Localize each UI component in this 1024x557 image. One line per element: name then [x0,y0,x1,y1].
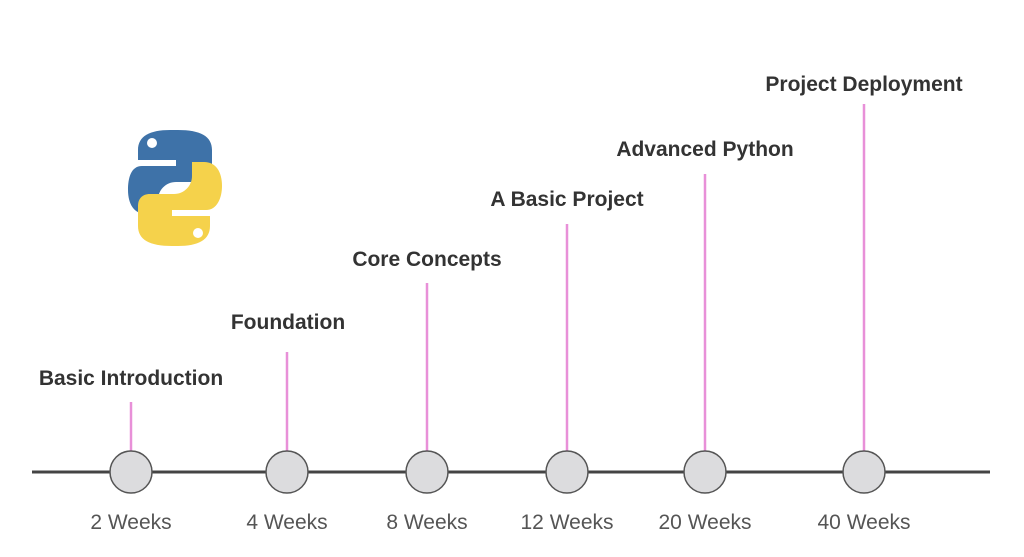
milestone-title: Foundation [231,311,345,334]
milestone-duration: 8 Weeks [386,511,467,534]
python-logo-eye-top [147,138,157,148]
python-logo-eye-bottom [193,228,203,238]
milestone-node [405,450,449,494]
milestone-node [545,450,589,494]
milestone-duration: 40 Weeks [818,511,911,534]
milestones: Basic Introduction 2 Weeks Foundation 4 Wee… [39,73,963,534]
milestone-title: Advanced Python [616,138,793,161]
milestone-duration: 2 Weeks [90,511,171,534]
milestone-duration: 4 Weeks [246,511,327,534]
milestone-3: Core Concepts 8 Weeks [352,248,501,534]
milestone-node [265,450,309,494]
milestone-6: Project Deployment 40 Weeks [765,73,962,534]
milestone-2: Foundation 4 Weeks [231,311,345,534]
milestone-title: Basic Introduction [39,367,223,390]
python-logo-yellow-half [138,162,222,246]
milestone-duration: 12 Weeks [521,511,614,534]
python-logo-blue-half [128,130,212,214]
milestone-5: Advanced Python 20 Weeks [616,138,793,534]
milestone-title: Project Deployment [765,73,962,96]
milestone-node [683,450,727,494]
python-logo [128,130,222,246]
milestone-title: A Basic Project [490,188,643,211]
milestone-4: A Basic Project 12 Weeks [490,188,643,534]
milestone-duration: 20 Weeks [659,511,752,534]
milestone-1: Basic Introduction 2 Weeks [39,367,223,534]
milestone-node [842,450,886,494]
milestone-title: Core Concepts [352,248,501,271]
milestone-node [109,450,153,494]
